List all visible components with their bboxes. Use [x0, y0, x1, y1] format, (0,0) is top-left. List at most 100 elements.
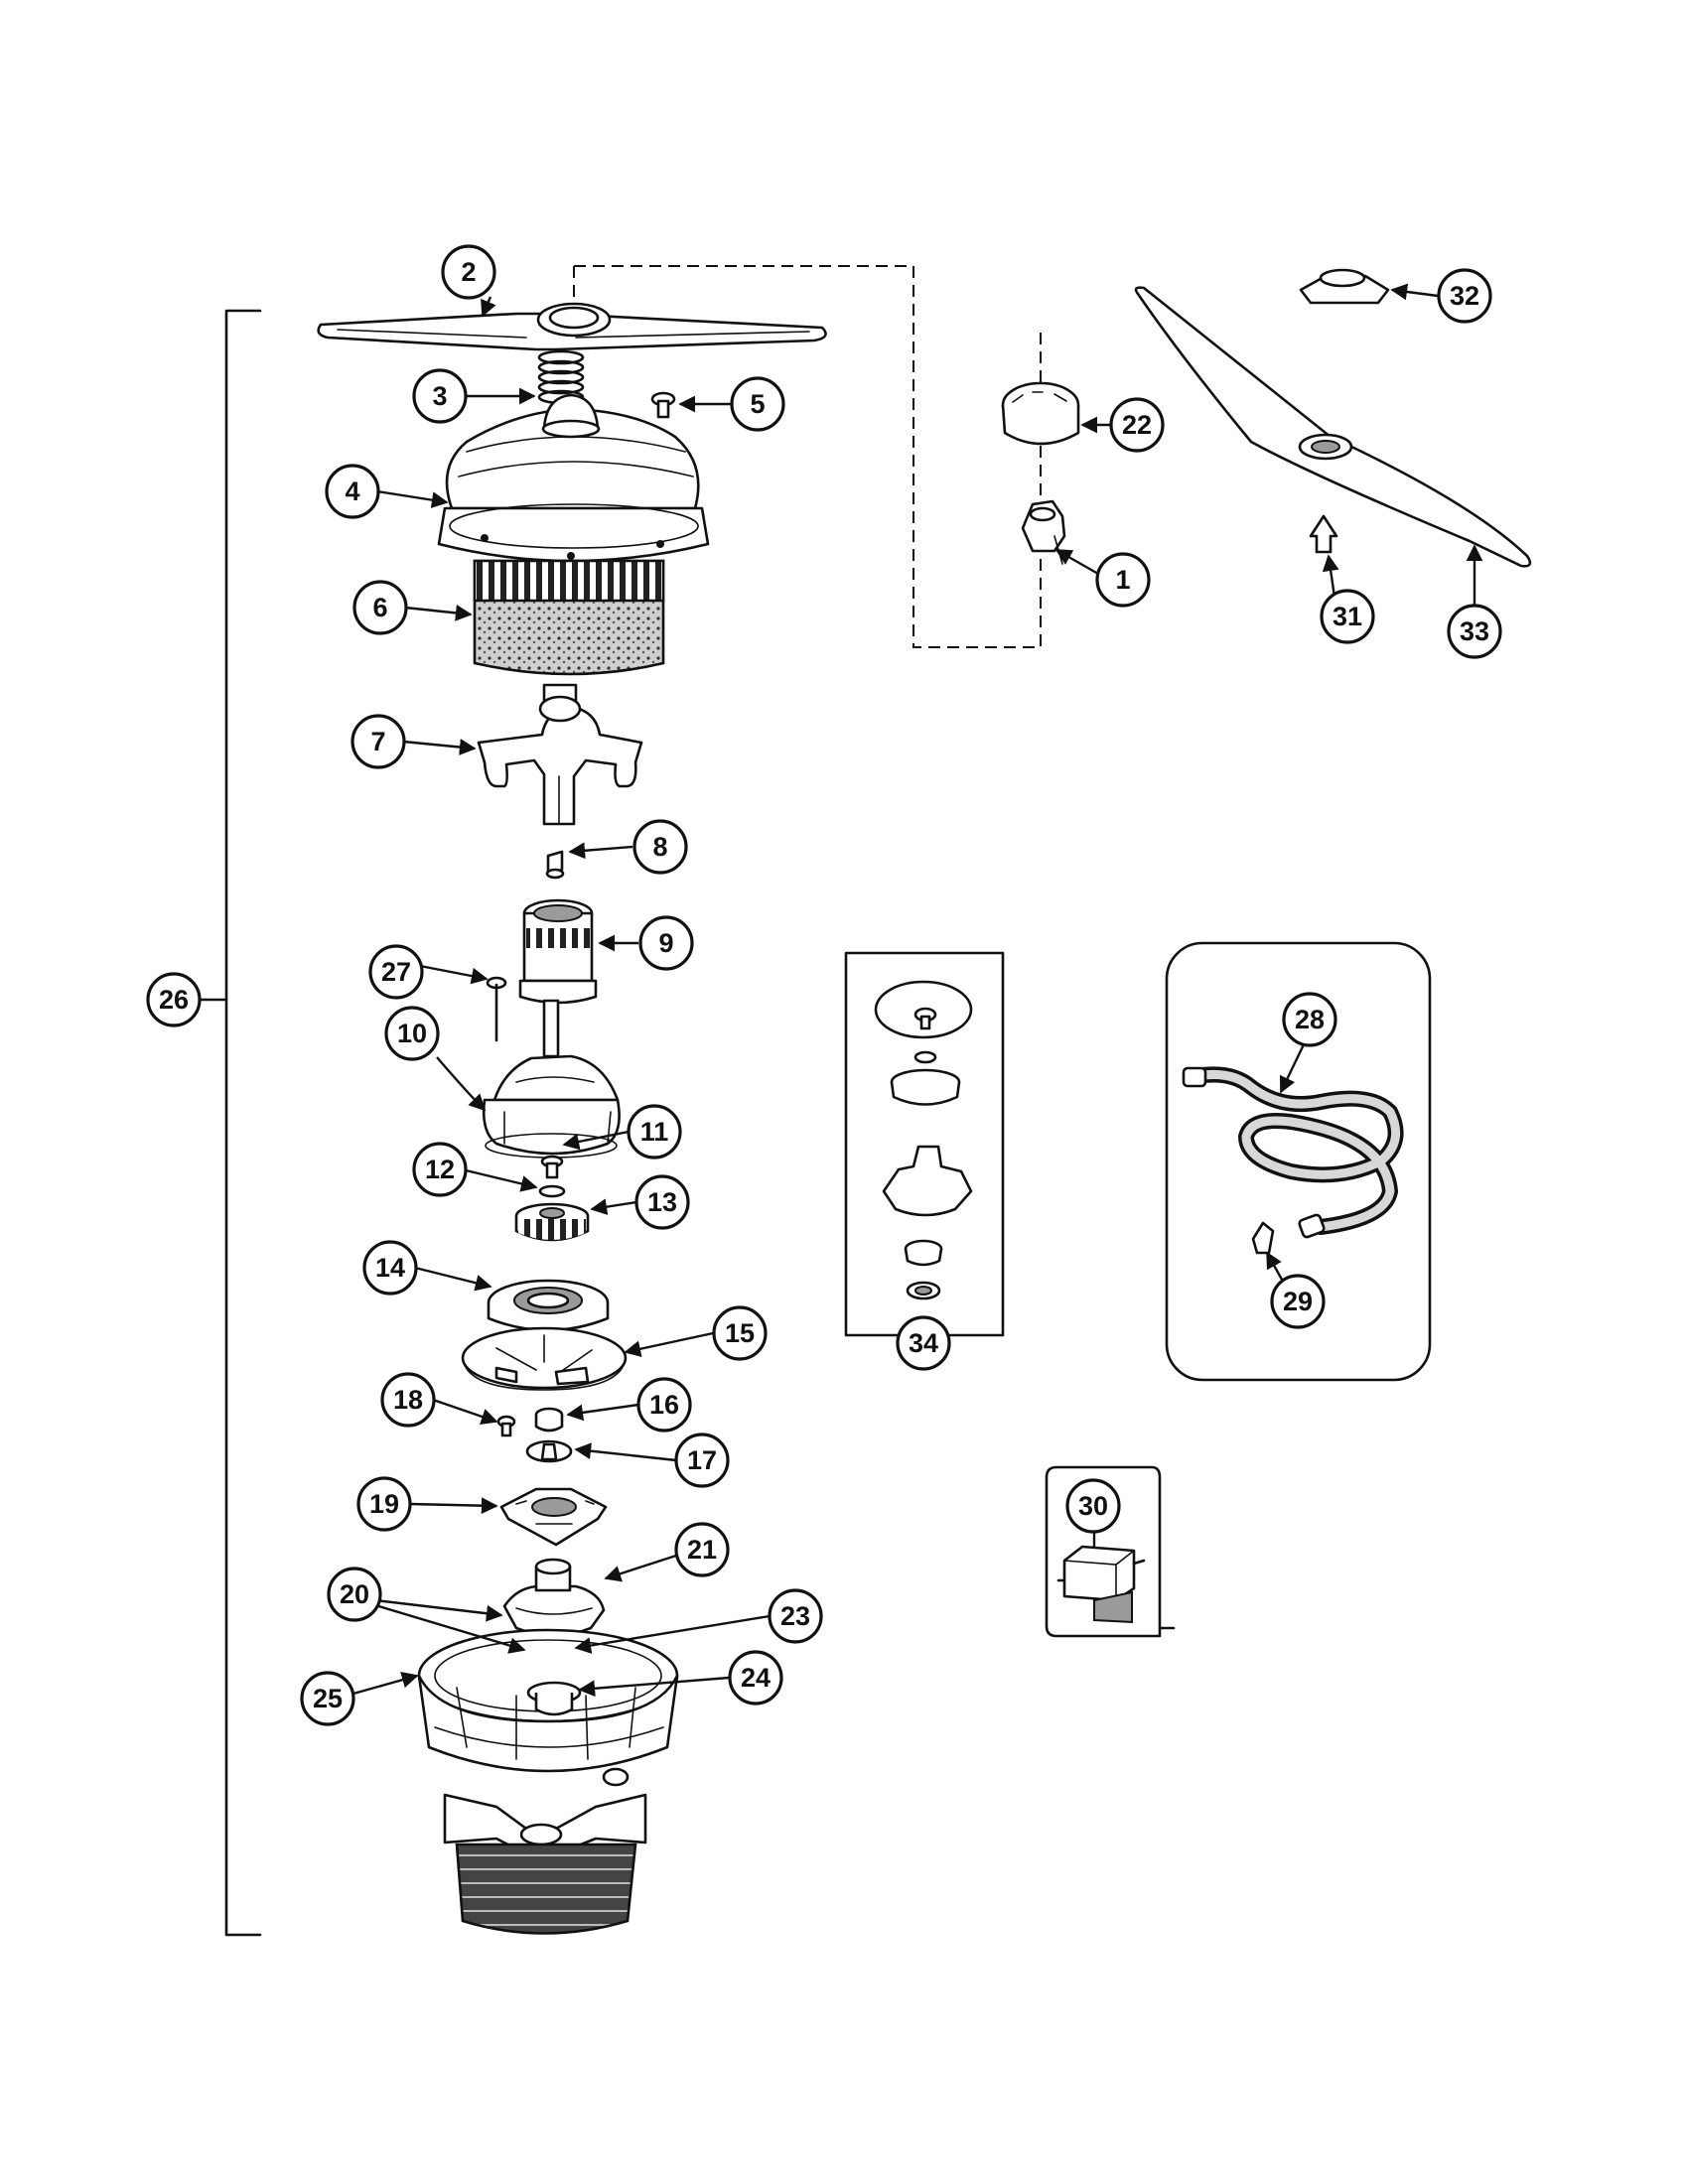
callout-6: 6: [352, 580, 408, 635]
callout-label: 21: [687, 1535, 717, 1565]
callout-label: 11: [640, 1117, 669, 1147]
callout-label: 1: [1115, 565, 1130, 595]
hub-nut: [1021, 499, 1066, 565]
callout-label: 17: [687, 1445, 717, 1475]
callout-3: 3: [412, 368, 468, 424]
callout-22: 22: [1109, 397, 1165, 453]
callout-label: 13: [647, 1187, 677, 1217]
callout-label: 14: [375, 1253, 405, 1283]
spider-hub: [477, 683, 643, 826]
callout-label: 26: [159, 985, 189, 1015]
callout-26: 26: [146, 972, 202, 1027]
callout-label: 6: [372, 593, 387, 622]
callout-10: 10: [384, 1006, 440, 1061]
hose-kit-box: [1165, 941, 1432, 1382]
callout-label: 16: [649, 1390, 679, 1420]
callout-label: 25: [313, 1684, 343, 1713]
callout-label: 2: [461, 257, 476, 287]
callout-label: 9: [658, 928, 673, 958]
assembly-bracket: [224, 309, 262, 1937]
callout-21: 21: [674, 1522, 730, 1577]
chopper-plate: [461, 1326, 628, 1391]
callout-29: 29: [1270, 1274, 1326, 1329]
filter-housing: [437, 393, 710, 563]
filter-screen: [473, 559, 665, 676]
callout-label: 30: [1078, 1491, 1108, 1521]
callout-8: 8: [632, 819, 688, 875]
callout-33: 33: [1447, 604, 1502, 659]
upper-pump-housing: [482, 999, 621, 1159]
callout-24: 24: [728, 1650, 783, 1706]
callout-9: 9: [638, 915, 694, 971]
motor-coupling: [502, 1558, 606, 1637]
shaft-pin: [486, 976, 507, 1042]
callout-30: 30: [1065, 1478, 1121, 1534]
leader-lines: [352, 283, 1483, 1698]
callout-label: 19: [369, 1489, 399, 1519]
callout-label: 10: [397, 1019, 427, 1048]
callout-27: 27: [368, 944, 424, 1000]
callout-32: 32: [1437, 268, 1492, 324]
small-screw: [496, 1415, 516, 1437]
callout-label: 3: [432, 381, 447, 411]
drive-motor: [443, 1793, 647, 1935]
callout-label: 28: [1295, 1005, 1325, 1034]
callout-label: 4: [345, 477, 359, 506]
callout-label: 5: [750, 389, 765, 419]
callout-label: 7: [370, 727, 385, 756]
pump-screw: [540, 1155, 564, 1179]
callout-label: 12: [425, 1155, 455, 1184]
pump-base-tub: [417, 1628, 679, 1787]
callout-label: 32: [1450, 281, 1479, 311]
callout-label: 31: [1333, 602, 1362, 631]
callout-20: 20: [327, 1567, 382, 1622]
callout-17: 17: [674, 1433, 730, 1488]
upper-spray-arm: [1134, 286, 1532, 568]
callout-label: 33: [1460, 616, 1489, 646]
spray-arm-clip: [1309, 514, 1338, 554]
hose-clamp: [1251, 1221, 1275, 1255]
spray-arm-hub: [1001, 381, 1080, 446]
callout-label: 24: [741, 1663, 771, 1693]
callout-label: 29: [1283, 1287, 1313, 1316]
callout-14: 14: [362, 1240, 418, 1296]
callout-18: 18: [380, 1372, 436, 1428]
drive-key: [545, 850, 565, 880]
strainer-disk: [499, 1487, 608, 1547]
callout-5: 5: [730, 376, 785, 432]
chopper-blade: [525, 1439, 573, 1463]
impeller-seal: [487, 1279, 610, 1332]
callout-19: 19: [356, 1476, 412, 1532]
relay: [1056, 1545, 1146, 1624]
callout-11: 11: [627, 1104, 682, 1160]
lower-spray-arm: [317, 302, 827, 351]
callout-28: 28: [1282, 992, 1337, 1047]
callout-31: 31: [1320, 589, 1375, 644]
callout-label: 34: [909, 1328, 938, 1358]
bushing: [534, 1407, 564, 1433]
seal-kit-parts: [874, 980, 973, 1300]
callout-label: 22: [1122, 410, 1152, 440]
callout-23: 23: [768, 1588, 823, 1644]
o-ring-small: [538, 1184, 566, 1198]
callout-1: 1: [1095, 552, 1151, 608]
relay-box: [1045, 1465, 1176, 1638]
impeller: [514, 1202, 590, 1242]
callout-4: 4: [325, 464, 380, 519]
callout-25: 25: [300, 1671, 355, 1726]
callout-label: 23: [780, 1601, 810, 1631]
upper-spray-hub: [1299, 268, 1390, 305]
drain-hose: [1182, 1066, 1404, 1239]
impeller-sleeve: [518, 898, 598, 1005]
callout-label: 27: [381, 957, 411, 987]
callout-label: 20: [340, 1579, 369, 1609]
callout-16: 16: [636, 1377, 692, 1433]
callout-label: 15: [725, 1318, 755, 1348]
callout-15: 15: [712, 1305, 768, 1361]
screw: [650, 391, 676, 419]
callout-2: 2: [441, 244, 496, 300]
callout-13: 13: [634, 1174, 690, 1230]
callout-label: 8: [652, 832, 667, 862]
callout-7: 7: [351, 714, 406, 769]
callout-label: 18: [393, 1385, 423, 1415]
